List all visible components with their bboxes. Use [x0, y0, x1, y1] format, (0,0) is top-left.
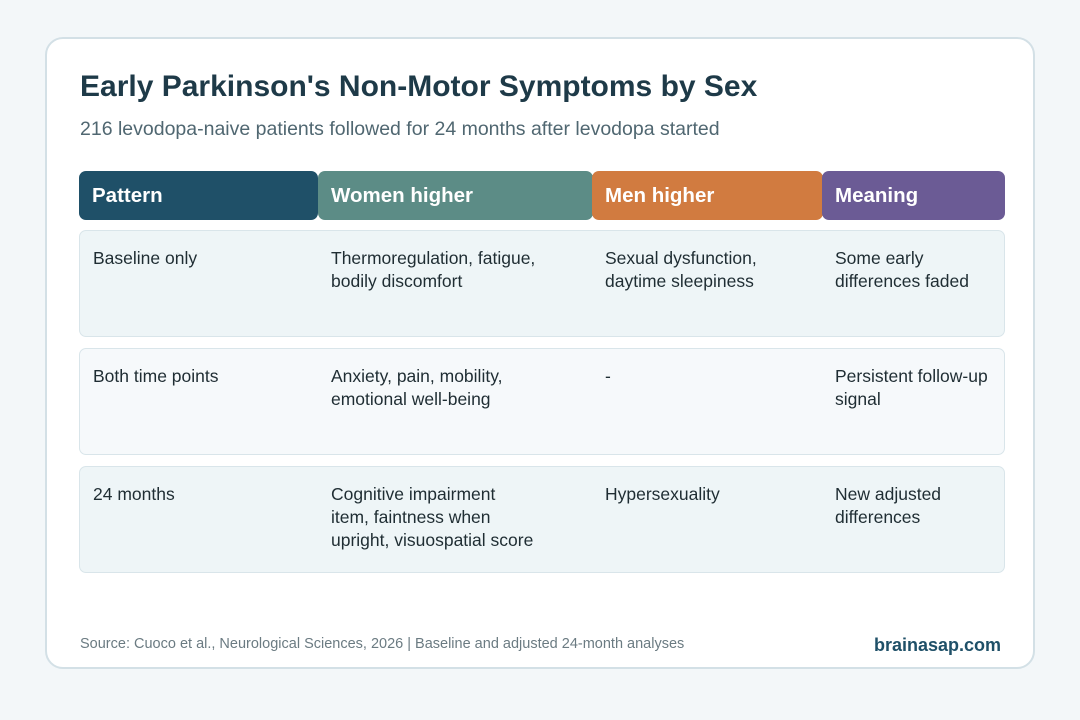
column-header-women-higher: Women higher — [318, 171, 593, 220]
summary-card: Early Parkinson's Non-Motor Symptoms by … — [45, 37, 1035, 669]
cell-meaning: New adjusted differences — [835, 484, 942, 527]
cell-pattern: Baseline only — [93, 248, 198, 268]
cell-meaning: Persistent follow-up signal — [835, 366, 988, 409]
table-row: 24 months Cognitive impairment item, fai… — [79, 466, 1005, 573]
column-header-men-higher: Men higher — [592, 171, 823, 220]
cell-pattern: 24 months — [93, 484, 175, 504]
cell-men-higher: Sexual dysfunction, daytime sleepiness — [605, 248, 757, 291]
brand-name: brainasap.com — [873, 635, 1001, 655]
column-header-pattern: Pattern — [79, 171, 318, 220]
column-header-meaning: Meaning — [822, 171, 1005, 220]
table-row: Baseline only Thermoregulation, fatigue,… — [79, 230, 1005, 337]
table-row: Both time points Anxiety, pain, mobility… — [79, 348, 1005, 455]
cell-women-higher: Thermoregulation, fatigue, bodily discom… — [331, 248, 536, 291]
page-subtitle: 216 levodopa-naive patients followed for… — [80, 118, 720, 140]
source-citation: Source: Cuoco et al., Neurological Scien… — [80, 636, 685, 652]
cell-meaning: Some early differences faded — [835, 248, 969, 291]
cell-women-higher: Anxiety, pain, mobility, emotional well-… — [331, 366, 503, 409]
cell-men-higher: Hypersexuality — [605, 484, 720, 504]
cell-pattern: Both time points — [93, 366, 219, 386]
page-title: Early Parkinson's Non-Motor Symptoms by … — [80, 70, 758, 103]
cell-women-higher: Cognitive impairment item, faintness whe… — [331, 484, 534, 550]
cell-men-higher: - — [605, 366, 611, 386]
